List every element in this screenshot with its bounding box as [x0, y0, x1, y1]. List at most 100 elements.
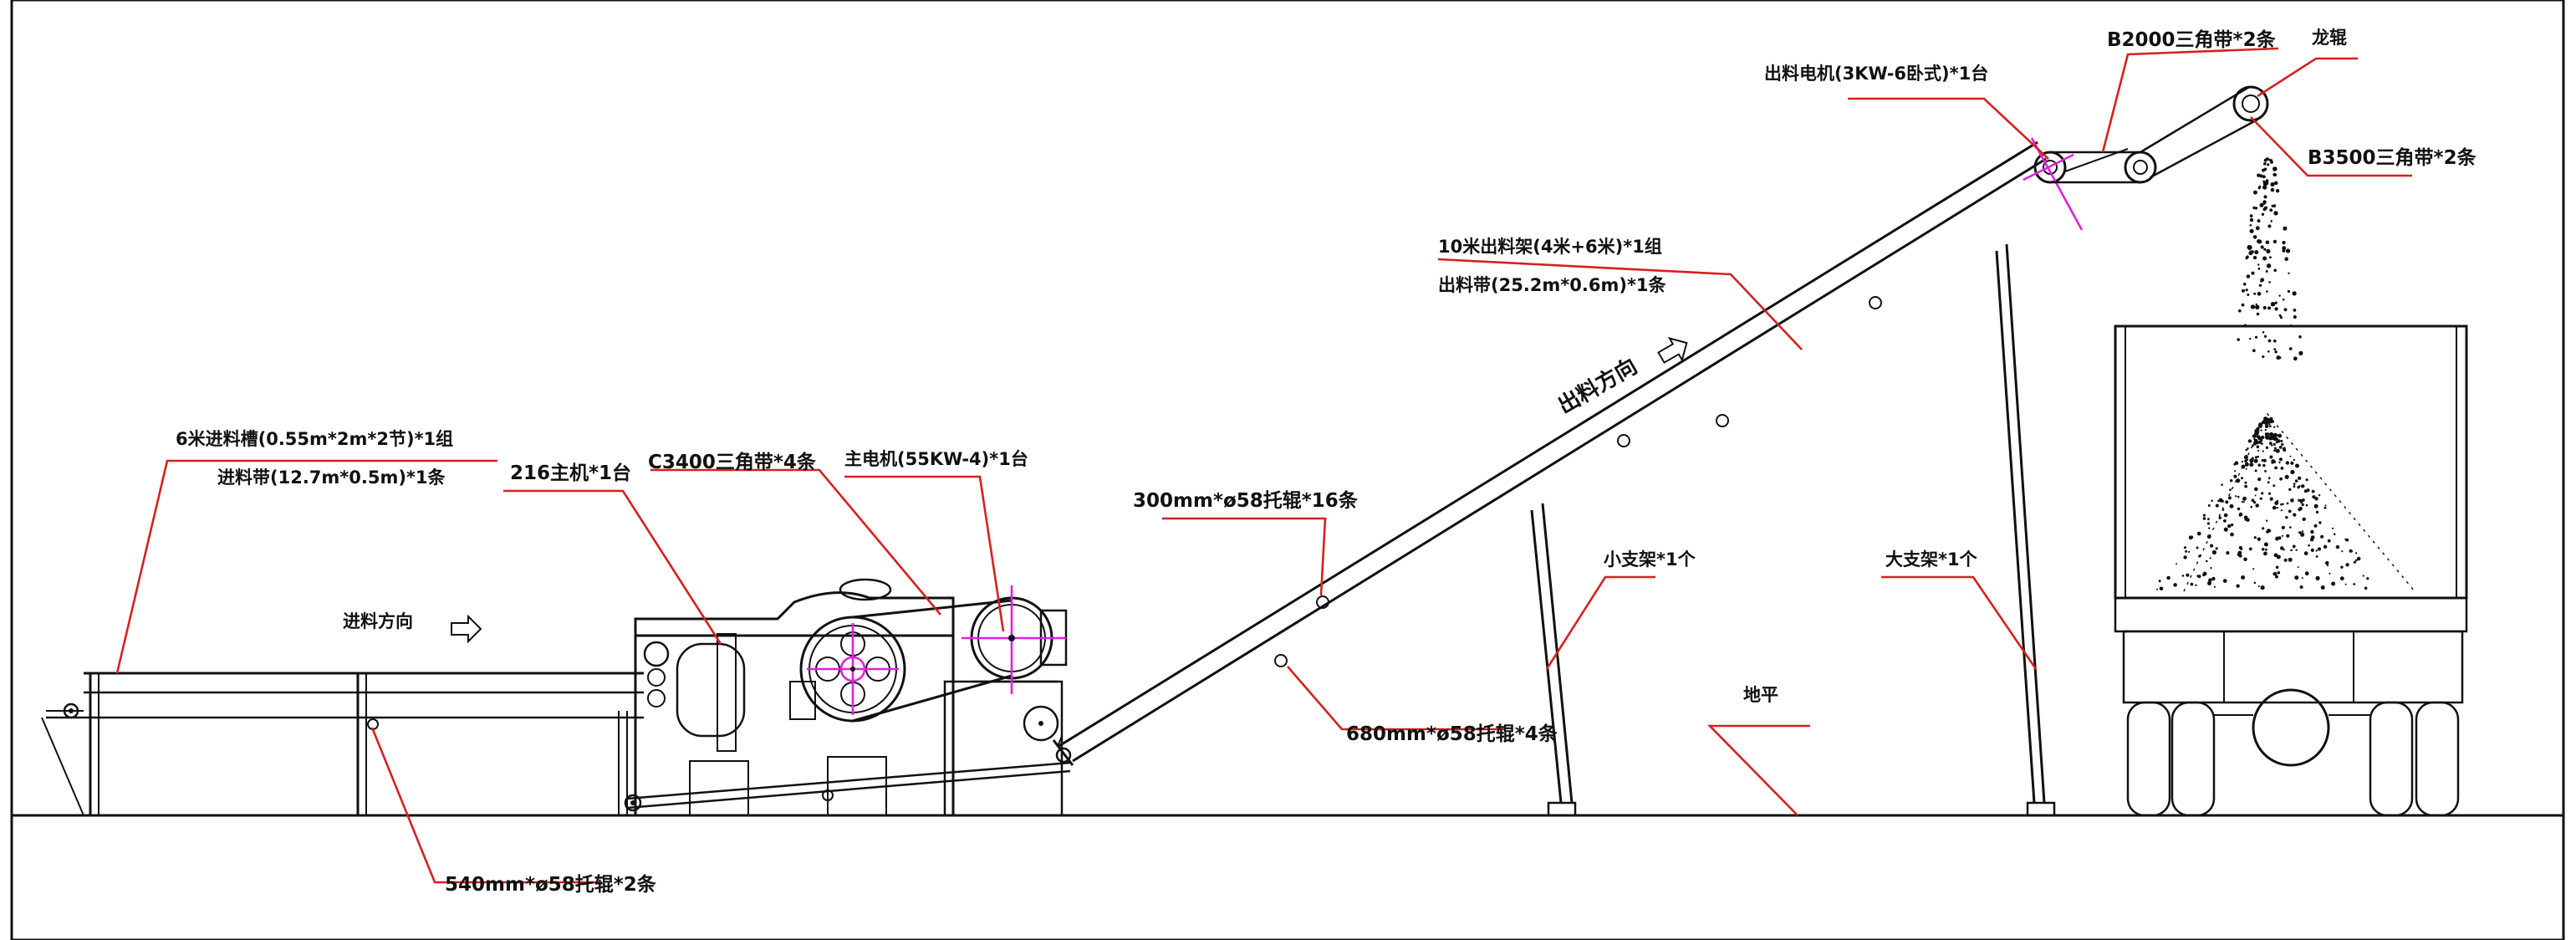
pile-dot: [2279, 477, 2283, 481]
chip-dot: [2272, 204, 2276, 207]
pile-dot: [2242, 496, 2247, 501]
pile-dot: [2242, 501, 2245, 503]
label-b2000-belt: B2000三角带*2条: [2107, 28, 2276, 51]
label-idler-680: 680mm*ø58托辊*4条: [1346, 723, 1558, 745]
chip-dot: [2265, 270, 2268, 273]
chip-dot: [2272, 166, 2278, 171]
pile-dot: [2264, 421, 2267, 425]
pile-dot: [2267, 492, 2272, 495]
chip-dot: [2238, 309, 2242, 313]
pile-dot: [2231, 523, 2234, 527]
pile-dot: [2344, 583, 2347, 585]
pile-dot: [2229, 488, 2232, 491]
pile-dot: [2273, 426, 2276, 428]
pile-dot: [2298, 498, 2301, 502]
chip-dot: [2282, 298, 2285, 301]
pile-dot: [2315, 575, 2320, 581]
pile-dot: [2202, 574, 2205, 577]
chip-dot: [2276, 355, 2281, 360]
pile-dot: [2261, 459, 2264, 462]
pile-dot: [2241, 464, 2246, 469]
pile-dot: [2274, 501, 2279, 505]
pile-dot: [2320, 585, 2325, 590]
pile-dot: [2253, 458, 2258, 463]
pile-dot: [2253, 581, 2257, 585]
pile-dot: [2248, 547, 2252, 551]
pile-dot: [2295, 463, 2299, 468]
pile-dot: [2290, 549, 2293, 552]
pile-dot: [2298, 476, 2302, 480]
pile-dot: [2227, 524, 2232, 529]
chip-dot: [2251, 271, 2255, 275]
pile-dot: [2185, 549, 2188, 553]
pile-dot: [2207, 581, 2211, 585]
chip-dot: [2262, 331, 2265, 334]
pile-dot: [2237, 507, 2241, 511]
pile-dot: [2209, 557, 2211, 559]
pile-dot: [2308, 544, 2310, 547]
pile-dot: [2302, 577, 2303, 580]
pile-dot: [2278, 536, 2282, 540]
pile-dot: [2234, 495, 2237, 498]
pile-dot: [2301, 484, 2305, 488]
pile-dot: [2261, 492, 2264, 495]
pile-dot: [2345, 563, 2349, 567]
chip-dot: [2270, 302, 2276, 307]
pile-dot: [2230, 532, 2234, 537]
pile-dot: [2281, 525, 2285, 530]
label-discharge-belt: 出料带(25.2m*0.6m)*1条: [1438, 275, 1667, 295]
head-roller: [2232, 85, 2269, 122]
chip-dot: [2262, 257, 2267, 261]
pile-dot: [2280, 546, 2284, 550]
chip-dot: [2262, 355, 2265, 359]
pile-dot: [2315, 549, 2318, 552]
pile-dot: [2260, 585, 2265, 590]
pile-dot: [2241, 477, 2243, 480]
pile-dot: [2313, 524, 2318, 528]
pile-dot: [2268, 423, 2271, 426]
pile-dot: [2268, 442, 2272, 445]
pile-dot: [2246, 518, 2250, 522]
pile-dot: [2245, 448, 2248, 452]
pile-dot: [2252, 568, 2255, 570]
pile-dot: [2303, 551, 2308, 556]
chip-dot: [2283, 308, 2288, 312]
pile-dot: [2362, 575, 2364, 577]
pile-dot: [2159, 586, 2164, 591]
pile-dot: [2245, 467, 2247, 470]
pile-dot: [2290, 469, 2295, 475]
pile-dot: [2301, 530, 2304, 533]
pile-dot: [2299, 585, 2303, 589]
pile-dot: [2280, 440, 2283, 442]
pile-dot: [2275, 448, 2280, 453]
pile-dot: [2297, 486, 2300, 489]
chip-dot: [2273, 173, 2278, 176]
chip-dot: [2257, 219, 2261, 223]
pile-dot: [2292, 544, 2296, 549]
chip-dot: [2249, 224, 2252, 227]
pile-dot: [2255, 503, 2259, 508]
pile-dot: [2156, 588, 2158, 590]
pile-dot: [2241, 461, 2243, 463]
chip-dot: [2262, 185, 2267, 190]
chip-dot: [2241, 303, 2245, 307]
pile-dot: [2190, 535, 2194, 539]
pile-dot: [2274, 466, 2278, 470]
chip-dot: [2247, 244, 2252, 250]
pile-dot: [2223, 513, 2228, 518]
pile-dot: [2236, 584, 2240, 588]
pile-dot: [2293, 513, 2297, 517]
pile-dot: [2260, 429, 2262, 432]
pile-dot: [2327, 565, 2329, 567]
pile-dot: [2226, 551, 2230, 555]
chip-dot: [2272, 239, 2278, 244]
pile-dot: [2340, 565, 2344, 569]
pile-dot: [2345, 538, 2349, 542]
pile-dot: [2262, 421, 2265, 424]
pile-dot: [2267, 477, 2271, 480]
pile-dot: [2207, 518, 2210, 521]
pile-dot: [2264, 424, 2269, 428]
label-main-motor: 主电机(55KW-4)*1台: [844, 449, 1028, 469]
pile-dot: [2211, 549, 2216, 555]
label-feed-trough: 6米进料槽(0.55m*2m*2节)*1组: [176, 429, 453, 449]
